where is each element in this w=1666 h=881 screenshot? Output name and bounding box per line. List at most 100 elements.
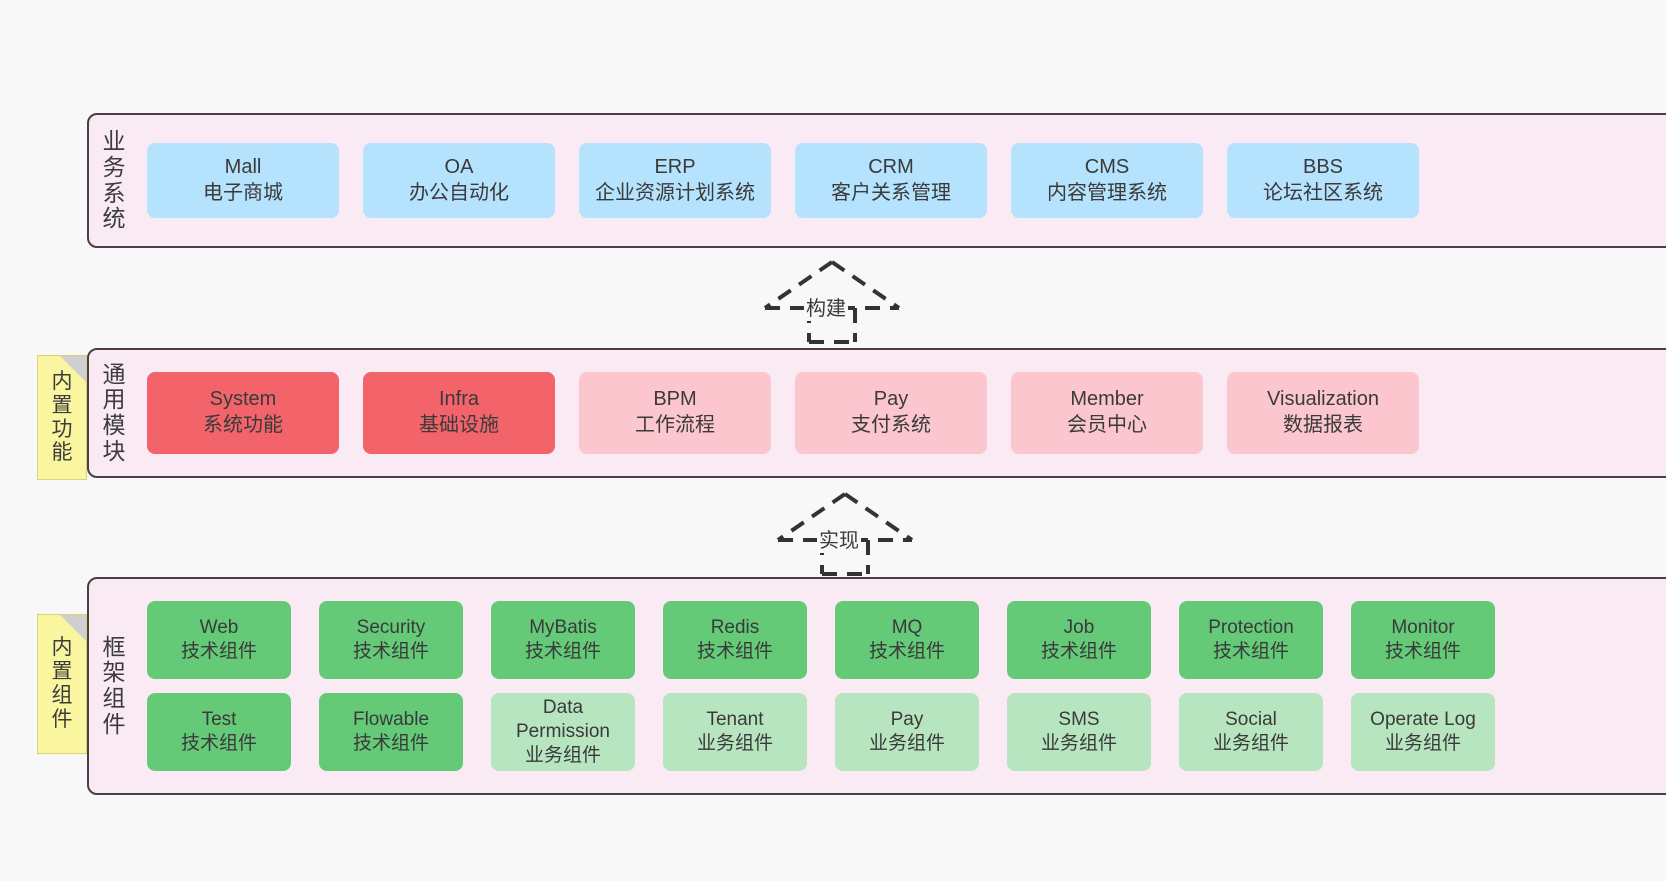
box-oa-cn: 办公自动化: [409, 181, 509, 204]
box-mall-cn: 电子商城: [203, 181, 283, 204]
box-tenant-cn: 业务组件: [696, 733, 773, 754]
box-data-permission[interactable]: Data Permission 业务组件: [491, 693, 635, 771]
box-security-en: Security: [356, 616, 426, 638]
box-protection-cn: 技术组件: [1212, 641, 1289, 662]
box-oa-en: OA: [444, 155, 474, 178]
box-protection[interactable]: Protection 技术组件: [1179, 601, 1323, 679]
box-tenant-en: Tenant: [706, 708, 764, 730]
box-visualization[interactable]: Visualization 数据报表: [1227, 372, 1419, 454]
box-bbs-en: BBS: [1302, 155, 1344, 178]
box-monitor-en: Monitor: [1391, 616, 1455, 638]
connector-implement: 实现: [770, 488, 920, 578]
box-erp[interactable]: ERP 企业资源计划系统: [579, 143, 771, 218]
box-tenant[interactable]: Tenant 业务组件: [663, 693, 807, 771]
layer-business-systems-label: 业 务 系 统: [102, 128, 126, 232]
box-flowable[interactable]: Flowable 技术组件: [319, 693, 463, 771]
layer-framework-components-body: Web 技术组件 Security 技术组件 MyBatis 技术组件 Redi…: [139, 579, 1666, 793]
box-infra-en: Infra: [438, 388, 480, 411]
box-test-en: Test: [201, 708, 237, 730]
connector-build: 构建: [757, 256, 907, 346]
box-mybatis[interactable]: MyBatis 技术组件: [491, 601, 635, 679]
box-cms[interactable]: CMS 内容管理系统: [1011, 143, 1203, 218]
box-redis-en: Redis: [710, 616, 760, 638]
box-social-en: Social: [1225, 708, 1277, 730]
box-job-en: Job: [1063, 616, 1095, 638]
box-redis[interactable]: Redis 技术组件: [663, 601, 807, 679]
box-erp-en: ERP: [654, 155, 696, 178]
layer-framework-components: 框 架 组 件 Web 技术组件 Security 技术组件 MyBatis 技…: [87, 577, 1666, 795]
sticky-note-builtin-component-label: 内 置 组 件: [51, 636, 73, 731]
box-mybatis-en: MyBatis: [529, 616, 597, 638]
box-bpm-cn: 工作流程: [635, 414, 715, 436]
layer-business-systems-body: Mall 电子商城 OA 办公自动化 ERP 企业资源计划系统 CRM 客户关系…: [139, 115, 1666, 246]
layer-common-modules-body: System 系统功能 Infra 基础设施 BPM 工作流程 Pay 支付系统…: [139, 350, 1666, 476]
box-job-cn: 技术组件: [1040, 641, 1117, 662]
layer-common-modules-label: 通 用 模 块: [102, 360, 126, 464]
box-pay-module-en: Pay: [873, 388, 909, 411]
box-security-cn: 技术组件: [352, 641, 429, 662]
box-data-permission-cn: 业务组件: [524, 745, 601, 767]
box-bbs[interactable]: BBS 论坛社区系统: [1227, 143, 1419, 218]
box-oa[interactable]: OA 办公自动化: [363, 143, 555, 218]
box-mq[interactable]: MQ 技术组件: [835, 601, 979, 679]
box-operate-log[interactable]: Operate Log 业务组件: [1351, 693, 1495, 771]
business-systems-row: Mall 电子商城 OA 办公自动化 ERP 企业资源计划系统 CRM 客户关系…: [147, 143, 1666, 218]
box-mq-en: MQ: [891, 616, 923, 638]
box-system-en: System: [209, 388, 277, 411]
box-infra-cn: 基础设施: [419, 414, 499, 436]
box-mybatis-cn: 技术组件: [524, 641, 601, 662]
box-visualization-cn: 数据报表: [1283, 414, 1363, 436]
layer-common-modules: 通 用 模 块 System 系统功能 Infra 基础设施 BPM 工作流程 …: [87, 348, 1666, 478]
box-pay-component[interactable]: Pay 业务组件: [835, 693, 979, 771]
box-bpm[interactable]: BPM 工作流程: [579, 372, 771, 454]
box-social[interactable]: Social 业务组件: [1179, 693, 1323, 771]
layer-framework-components-label: 框 架 组 件: [102, 633, 126, 737]
box-crm-en: CRM: [868, 155, 914, 178]
box-bbs-cn: 论坛社区系统: [1263, 181, 1383, 204]
box-flowable-en: Flowable: [352, 708, 430, 730]
box-mq-cn: 技术组件: [868, 641, 945, 662]
box-sms-en: SMS: [1058, 708, 1100, 730]
box-job[interactable]: Job 技术组件: [1007, 601, 1151, 679]
box-pay-module[interactable]: Pay 支付系统: [795, 372, 987, 454]
box-operate-log-en: Operate Log: [1370, 708, 1476, 730]
sticky-note-builtin-function-label: 内 置 功 能: [51, 369, 73, 465]
box-redis-cn: 技术组件: [696, 641, 773, 662]
framework-components-row-2: Test 技术组件 Flowable 技术组件 Data Permission …: [147, 693, 1666, 771]
box-pay-component-cn: 业务组件: [868, 733, 945, 754]
box-bpm-en: BPM: [653, 388, 697, 411]
box-infra[interactable]: Infra 基础设施: [363, 372, 555, 454]
framework-components-row-1: Web 技术组件 Security 技术组件 MyBatis 技术组件 Redi…: [147, 601, 1666, 679]
box-protection-en: Protection: [1208, 616, 1294, 638]
sticky-note-fold-icon: [60, 356, 86, 382]
box-sms[interactable]: SMS 业务组件: [1007, 693, 1151, 771]
box-pay-module-cn: 支付系统: [851, 414, 931, 436]
connector-implement-label: 实现: [817, 524, 861, 553]
sticky-note-builtin-component: 内 置 组 件: [37, 614, 87, 754]
box-web-cn: 技术组件: [180, 641, 257, 662]
box-social-cn: 业务组件: [1212, 733, 1289, 754]
layer-business-systems: 业 务 系 统 Mall 电子商城 OA 办公自动化 ERP 企业资源计划系统 …: [87, 113, 1666, 248]
box-flowable-cn: 技术组件: [352, 733, 429, 754]
box-operate-log-cn: 业务组件: [1384, 733, 1461, 754]
box-test[interactable]: Test 技术组件: [147, 693, 291, 771]
box-monitor-cn: 技术组件: [1384, 641, 1461, 662]
box-monitor[interactable]: Monitor 技术组件: [1351, 601, 1495, 679]
box-member[interactable]: Member 会员中心: [1011, 372, 1203, 454]
box-cms-en: CMS: [1084, 155, 1130, 178]
box-security[interactable]: Security 技术组件: [319, 601, 463, 679]
box-erp-cn: 企业资源计划系统: [595, 181, 755, 204]
box-test-cn: 技术组件: [180, 733, 257, 754]
box-cms-cn: 内容管理系统: [1047, 181, 1167, 204]
common-modules-row: System 系统功能 Infra 基础设施 BPM 工作流程 Pay 支付系统…: [147, 372, 1666, 454]
box-web[interactable]: Web 技术组件: [147, 601, 291, 679]
box-web-en: Web: [199, 616, 239, 638]
box-member-en: Member: [1070, 388, 1144, 411]
box-mall[interactable]: Mall 电子商城: [147, 143, 339, 218]
box-system-cn: 系统功能: [203, 414, 283, 436]
box-sms-cn: 业务组件: [1040, 733, 1117, 754]
box-system[interactable]: System 系统功能: [147, 372, 339, 454]
box-crm[interactable]: CRM 客户关系管理: [795, 143, 987, 218]
box-crm-cn: 客户关系管理: [831, 181, 951, 204]
